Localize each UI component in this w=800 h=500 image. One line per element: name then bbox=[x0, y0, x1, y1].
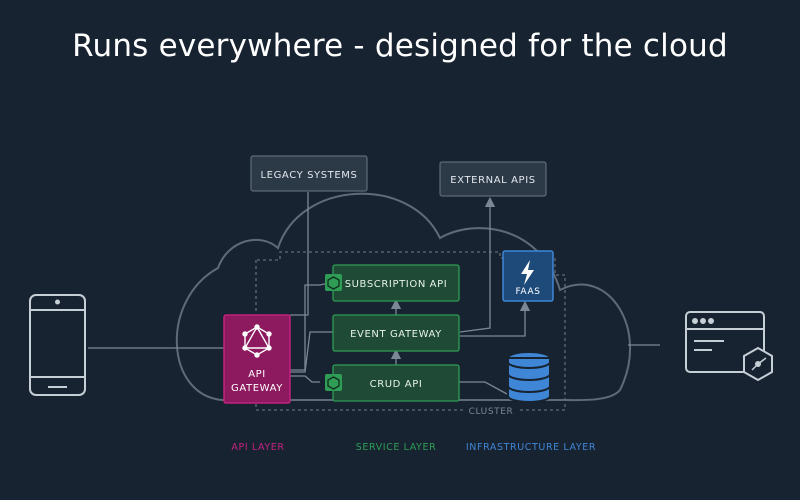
hexagon-node-icon bbox=[743, 346, 773, 382]
api-gateway-label-line1: API bbox=[248, 369, 266, 380]
legacy-systems-node: LEGACY SYSTEMS bbox=[250, 155, 368, 192]
api-gateway-node: API GATEWAY bbox=[223, 314, 291, 404]
crud-api-node: CRUD API bbox=[332, 364, 460, 402]
page-title: Runs everywhere - designed for the cloud bbox=[72, 28, 728, 64]
graphql-icon bbox=[242, 324, 272, 358]
service-layer-label: SERVICE LAYER bbox=[356, 442, 437, 453]
cluster-label: CLUSTER bbox=[469, 407, 514, 417]
api-layer-label: API LAYER bbox=[231, 442, 284, 453]
event-gateway-label: EVENT GATEWAY bbox=[350, 329, 442, 340]
event-gateway-node: EVENT GATEWAY bbox=[332, 314, 460, 352]
database-icon bbox=[507, 351, 551, 403]
legacy-systems-label: LEGACY SYSTEMS bbox=[260, 170, 357, 181]
cluster-border bbox=[255, 251, 566, 411]
external-apis-label: EXTERNAL APIS bbox=[450, 175, 535, 186]
hexagon-badge-icon bbox=[325, 274, 342, 291]
connectors bbox=[88, 192, 660, 395]
browser-window-icon bbox=[685, 311, 765, 373]
crud-api-label: CRUD API bbox=[370, 379, 423, 390]
infrastructure-layer-label: INFRASTRUCTURE LAYER bbox=[466, 442, 596, 453]
faas-node: FAAS bbox=[502, 250, 554, 302]
subscription-api-node: SUBSCRIPTION API bbox=[332, 264, 460, 302]
hexagon-badge-icon bbox=[325, 374, 342, 391]
faas-label: FAAS bbox=[515, 287, 540, 297]
api-gateway-label-line2: GATEWAY bbox=[231, 383, 283, 394]
subscription-api-label: SUBSCRIPTION API bbox=[345, 279, 448, 290]
mobile-phone-icon bbox=[29, 294, 86, 396]
external-apis-node: EXTERNAL APIS bbox=[439, 161, 547, 197]
lightning-icon bbox=[521, 260, 534, 285]
cloud-outline bbox=[175, 192, 631, 402]
